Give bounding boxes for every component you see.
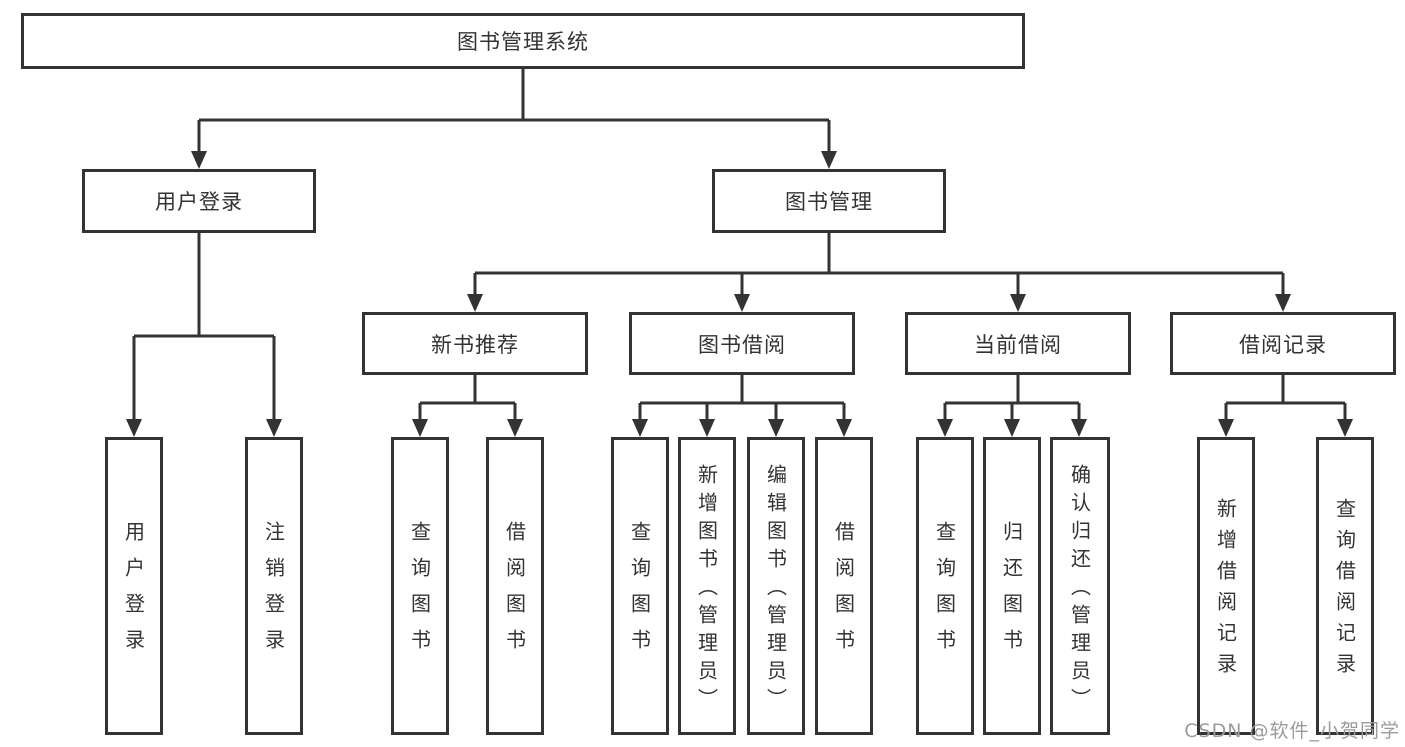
arrow-down-icon (937, 419, 953, 437)
tree-edges (132, 69, 1347, 424)
branch-node-book-management: 图书管理 (712, 169, 946, 233)
group-node-label: 图书借阅 (698, 332, 786, 357)
group-node-label: 新书推荐 (431, 332, 519, 357)
arrow-down-icons (126, 151, 1353, 437)
leaf-node-label: 查询图书 (627, 521, 652, 665)
leaf-node-user-login: 用户登录 (105, 437, 163, 735)
leaf-node-query-book: 查询图书 (916, 437, 974, 735)
leaf-node-borrow-book: 借阅图书 (815, 437, 873, 735)
root-node-library-system: 图书管理系统 (21, 13, 1025, 69)
leaf-node-label: 用户登录 (121, 521, 146, 665)
arrow-down-icon (1218, 419, 1234, 437)
branch-node-label: 用户登录 (155, 190, 243, 214)
leaf-node-logout: 注销登录 (245, 437, 303, 735)
leaf-node-label: 新增图书（管理员） (694, 463, 719, 716)
leaf-node-edit-book-admin: 编辑图书（管理员） (747, 437, 805, 735)
leaf-node-borrow-book: 借阅图书 (486, 437, 544, 735)
arrow-down-icon (1275, 294, 1291, 312)
arrow-down-icon (1337, 419, 1353, 437)
leaf-node-add-borrow-record: 新增借阅记录 (1197, 437, 1255, 735)
leaf-node-label: 查询图书 (932, 521, 957, 665)
group-node-new-book-recommend: 新书推荐 (362, 312, 588, 375)
group-node-book-borrow: 图书借阅 (629, 312, 855, 375)
arrow-down-icon (191, 151, 207, 169)
arrow-down-icon (821, 151, 837, 169)
group-node-borrow-record: 借阅记录 (1170, 312, 1396, 375)
leaf-node-query-borrow-record: 查询借阅记录 (1316, 437, 1374, 735)
branch-node-label: 图书管理 (785, 190, 873, 214)
arrow-down-icon (632, 419, 648, 437)
arrow-down-icon (126, 419, 142, 437)
group-node-label: 当前借阅 (974, 332, 1062, 357)
group-node-current-borrow: 当前借阅 (905, 312, 1131, 375)
leaf-node-label: 归还图书 (999, 521, 1024, 665)
arrow-down-icon (467, 294, 483, 312)
leaf-node-query-book: 查询图书 (391, 437, 449, 735)
leaf-node-label: 新增借阅记录 (1213, 498, 1238, 684)
leaf-node-label: 借阅图书 (831, 521, 856, 665)
arrow-down-icon (1010, 294, 1026, 312)
leaf-node-query-book: 查询图书 (611, 437, 669, 735)
arrow-down-icon (699, 419, 715, 437)
leaf-node-label: 查询借阅记录 (1332, 498, 1357, 684)
leaf-node-label: 借阅图书 (502, 521, 527, 665)
group-node-label: 借阅记录 (1239, 332, 1327, 357)
leaf-node-label: 注销登录 (261, 521, 286, 665)
leaf-node-label: 查询图书 (407, 521, 432, 665)
csdn-watermark: CSDN @软件_小贺同学 (1184, 720, 1400, 742)
root-node-label: 图书管理系统 (457, 30, 589, 54)
leaf-node-label: 确认归还（管理员） (1067, 463, 1092, 716)
leaf-node-confirm-return-admin: 确认归还（管理员） (1050, 437, 1110, 735)
arrow-down-icon (507, 419, 523, 437)
arrow-down-icon (266, 419, 282, 437)
arrow-down-icon (768, 419, 784, 437)
leaf-node-label: 编辑图书（管理员） (763, 463, 788, 716)
arrow-down-icon (836, 419, 852, 437)
arrow-down-icon (1071, 419, 1087, 437)
leaf-node-return-book: 归还图书 (983, 437, 1041, 735)
arrow-down-icon (734, 294, 750, 312)
arrow-down-icon (412, 419, 428, 437)
arrow-down-icon (1004, 419, 1020, 437)
leaf-node-add-book-admin: 新增图书（管理员） (678, 437, 736, 735)
branch-node-user-login: 用户登录 (82, 169, 316, 233)
